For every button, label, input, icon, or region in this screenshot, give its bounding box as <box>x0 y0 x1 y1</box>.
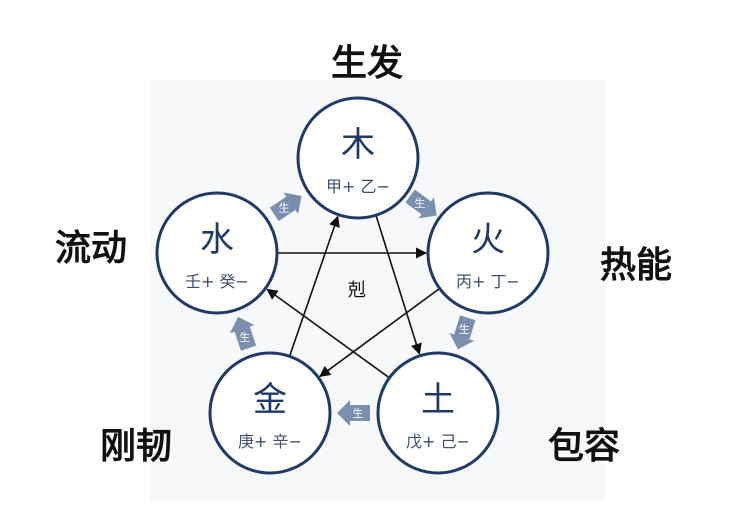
control-cycle-lines <box>266 215 441 379</box>
control-label: 剋 <box>348 280 366 301</box>
element-node-fire: 火丙+ 丁− <box>426 191 550 315</box>
element-name: 木 <box>341 125 375 165</box>
element-node-metal: 金庚+ 辛− <box>208 351 332 475</box>
control-line-earth-water <box>266 288 390 379</box>
element-node-earth: 土戊+ 己− <box>376 351 500 475</box>
generate-label: 生 <box>459 322 470 336</box>
quality-label-earth: 包容 <box>548 426 621 467</box>
element-name: 土 <box>421 380 455 420</box>
generate-label: 生 <box>239 330 250 344</box>
generate-arrow-water-wood: 生 <box>269 192 302 222</box>
generate-arrow-fire-earth: 生 <box>449 315 476 350</box>
element-node-wood: 木甲+ 乙− <box>296 96 420 220</box>
quality-label-water: 流动 <box>55 228 128 269</box>
generate-arrow-earth-metal: 生 <box>337 400 370 426</box>
element-name: 金 <box>253 380 287 420</box>
element-circles: 木甲+ 乙−火丙+ 丁−土戊+ 己−金庚+ 辛−水壬+ 癸− <box>155 96 550 475</box>
generate-label: 生 <box>353 406 364 420</box>
control-line-metal-wood <box>288 215 340 357</box>
element-stems: 壬+ 癸− <box>185 272 249 291</box>
element-stems: 戊+ 己− <box>406 432 470 451</box>
control-line-fire-metal <box>319 287 441 377</box>
quality-label-fire: 热能 <box>600 245 673 286</box>
element-node-water: 水壬+ 癸− <box>155 191 279 315</box>
element-circle <box>155 191 279 315</box>
element-stems: 庚+ 辛− <box>238 432 302 451</box>
element-stems: 丙+ 丁− <box>456 272 520 291</box>
quality-label-wood: 生发 <box>331 43 404 84</box>
element-name: 水 <box>200 220 234 260</box>
generate-arrow-wood-fire: 生 <box>405 189 437 219</box>
element-stems: 甲+ 乙− <box>326 177 390 196</box>
generate-label: 生 <box>279 201 290 215</box>
generate-arrow-metal-water: 生 <box>229 316 257 351</box>
element-circle <box>208 351 332 475</box>
element-circle <box>296 96 420 220</box>
control-line-wood-earth <box>375 215 422 355</box>
element-name: 火 <box>471 220 505 260</box>
quality-label-metal: 刚韧 <box>100 426 173 467</box>
element-circle <box>376 351 500 475</box>
generate-label: 生 <box>414 196 425 210</box>
element-circle <box>426 191 550 315</box>
